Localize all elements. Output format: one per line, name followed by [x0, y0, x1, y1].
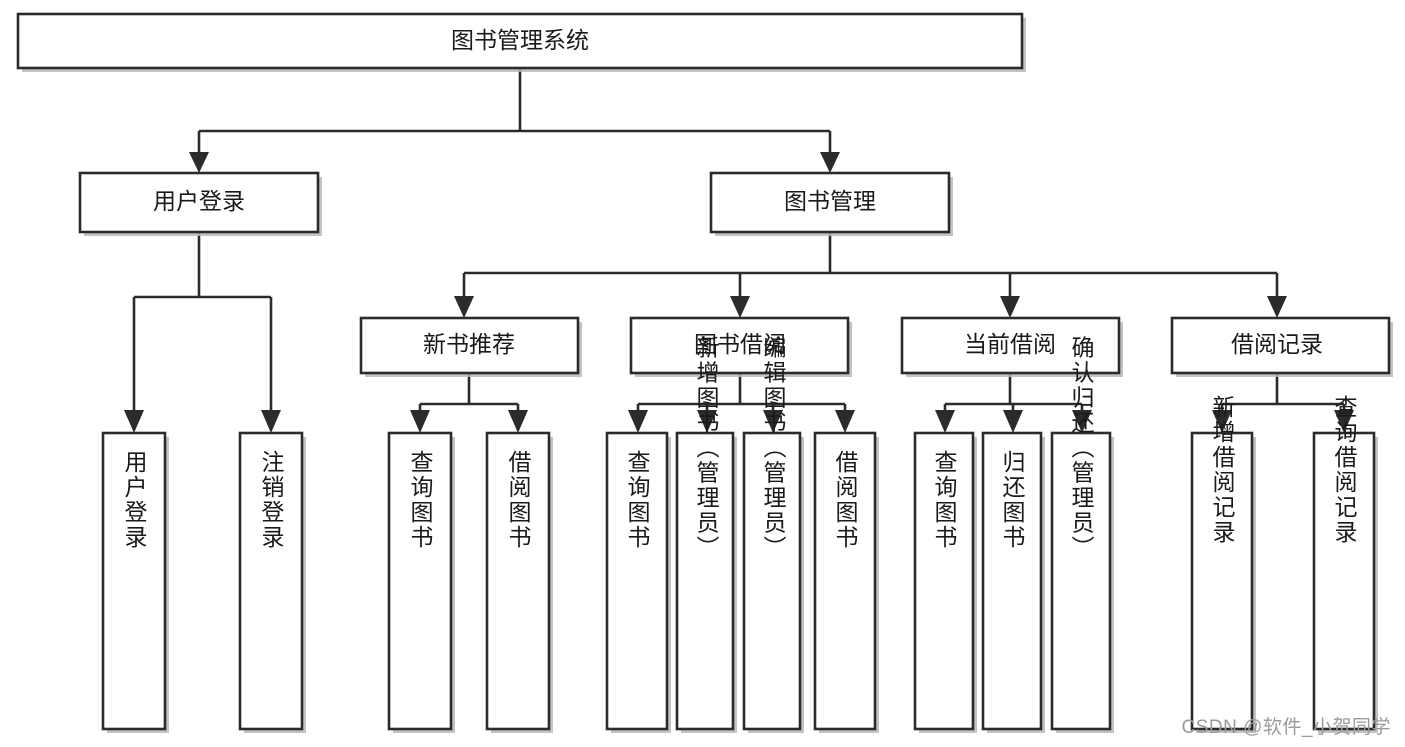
leaf-book-borrow-3[interactable]: 编辑图书（管理员） [742, 336, 804, 734]
leaf-new-book-1-box[interactable] [387, 431, 453, 731]
node-user-login-label: 用户登录 [153, 188, 245, 214]
arrow-leaf-record-query [1334, 410, 1354, 433]
leaf-book-borrow-1-box[interactable] [605, 431, 669, 731]
leaf-new-book-1[interactable]: 查询图书 [387, 431, 455, 733]
leaf-book-borrow-4-box[interactable] [813, 431, 877, 731]
arrow-leaf-borrow-edit [763, 410, 783, 433]
leaf-current-borrow-3-label: 确认归还（管理员） [1068, 336, 1095, 561]
arrow-leaf-user-login [124, 410, 144, 433]
csdn-watermark: CSDN @软件_小贺同学 [1181, 717, 1391, 738]
leaf-book-borrow-3-box[interactable] [742, 431, 802, 731]
leaf-book-borrow-1-label: 查询图书 [624, 450, 651, 550]
leaf-book-borrow-1[interactable]: 查询图书 [605, 431, 671, 733]
node-book-borrow-label: 图书借阅 [694, 331, 786, 357]
leaf-book-borrow-2-label: 新增图书（管理员） [693, 336, 720, 561]
leaf-user-login-1-label: 用户登录 [121, 450, 148, 550]
node-book-manage[interactable]: 图书管理 [709, 171, 953, 236]
leaf-user-login-1-box[interactable] [101, 431, 167, 731]
arrow-leaf-record-add [1212, 410, 1232, 433]
leaf-current-borrow-1-box[interactable] [913, 431, 975, 731]
node-current-borrow-label: 当前借阅 [964, 331, 1056, 357]
arrow-to-new-book-recommend [454, 296, 474, 318]
arrow-leaf-current-confirm [1072, 410, 1092, 433]
leaf-borrow-record-1-label: 新增借阅记录 [1209, 395, 1236, 545]
node-user-login[interactable]: 用户登录 [78, 171, 322, 236]
leaf-borrow-record-2-box[interactable] [1312, 431, 1376, 731]
arrow-leaf-newbook-borrow [508, 410, 528, 433]
leaf-book-borrow-4-label: 借阅图书 [832, 450, 859, 550]
leaf-new-book-2-label: 借阅图书 [505, 450, 532, 550]
leaf-new-book-2-box[interactable] [485, 431, 551, 731]
leaf-user-login-2-box[interactable] [238, 431, 304, 731]
node-borrow-record-label: 借阅记录 [1231, 331, 1323, 357]
leaf-current-borrow-2-box[interactable] [981, 431, 1043, 731]
node-new-book-recommend[interactable]: 新书推荐 [359, 316, 582, 377]
arrow-leaf-borrow-query [628, 410, 648, 433]
leaf-user-login-2-label: 注销登录 [258, 450, 285, 550]
node-borrow-record-box[interactable] [1170, 316, 1391, 375]
node-book-manage-box[interactable] [709, 171, 951, 234]
node-book-manage-label: 图书管理 [784, 188, 876, 214]
arrow-leaf-borrow-add [697, 410, 717, 433]
leaf-current-borrow-3[interactable]: 确认归还（管理员） [1050, 336, 1114, 734]
leaf-new-book-1-label: 查询图书 [407, 450, 434, 550]
leaf-current-borrow-2[interactable]: 归还图书 [981, 431, 1045, 733]
leaf-book-borrow-3-label: 编辑图书（管理员） [760, 336, 787, 561]
node-root[interactable]: 图书管理系统 [16, 12, 1026, 72]
arrow-leaf-newbook-query [410, 410, 430, 433]
leaf-new-book-2[interactable]: 借阅图书 [485, 431, 553, 733]
arrow-to-user-login [189, 152, 209, 173]
node-root-box[interactable] [16, 12, 1024, 70]
arrow-leaf-current-return [1003, 410, 1023, 433]
leaf-borrow-record-2[interactable]: 查询借阅记录 [1312, 395, 1378, 733]
leaf-book-borrow-4[interactable]: 借阅图书 [813, 431, 879, 733]
node-root-label: 图书管理系统 [451, 27, 589, 53]
connector-layer [124, 69, 1354, 433]
leaf-current-borrow-2-label: 归还图书 [999, 450, 1026, 550]
arrow-to-book-manage [820, 152, 840, 173]
leaf-current-borrow-1[interactable]: 查询图书 [913, 431, 977, 733]
arrow-to-borrow-record [1267, 296, 1287, 318]
node-book-borrow-box[interactable] [629, 316, 850, 375]
node-new-book-recommend-label: 新书推荐 [423, 331, 515, 357]
arrow-to-current-borrow [1000, 296, 1020, 318]
leaf-current-borrow-3-box[interactable] [1050, 431, 1112, 731]
leaf-borrow-record-1-box[interactable] [1190, 431, 1254, 731]
arrow-leaf-borrow-lend [835, 410, 855, 433]
node-current-borrow[interactable]: 当前借阅 [900, 316, 1123, 377]
node-user-login-box[interactable] [78, 171, 320, 234]
node-borrow-record[interactable]: 借阅记录 [1170, 316, 1393, 377]
arrow-to-book-borrow [730, 296, 750, 318]
leaf-current-borrow-1-label: 查询图书 [931, 450, 958, 550]
leaf-book-borrow-2-box[interactable] [675, 431, 735, 731]
node-book-borrow[interactable]: 图书借阅 [629, 316, 852, 377]
node-current-borrow-box[interactable] [900, 316, 1121, 375]
leaf-borrow-record-2-label: 查询借阅记录 [1331, 395, 1358, 545]
leaf-borrow-record-1[interactable]: 新增借阅记录 [1190, 395, 1256, 733]
leaf-user-login-2[interactable]: 注销登录 [238, 431, 306, 733]
leaf-user-login-1[interactable]: 用户登录 [101, 431, 169, 733]
node-new-book-recommend-box[interactable] [359, 316, 580, 375]
arrow-leaf-logout [261, 410, 281, 433]
leaf-book-borrow-2[interactable]: 新增图书（管理员） [675, 336, 737, 734]
arrow-leaf-current-query [935, 410, 955, 433]
